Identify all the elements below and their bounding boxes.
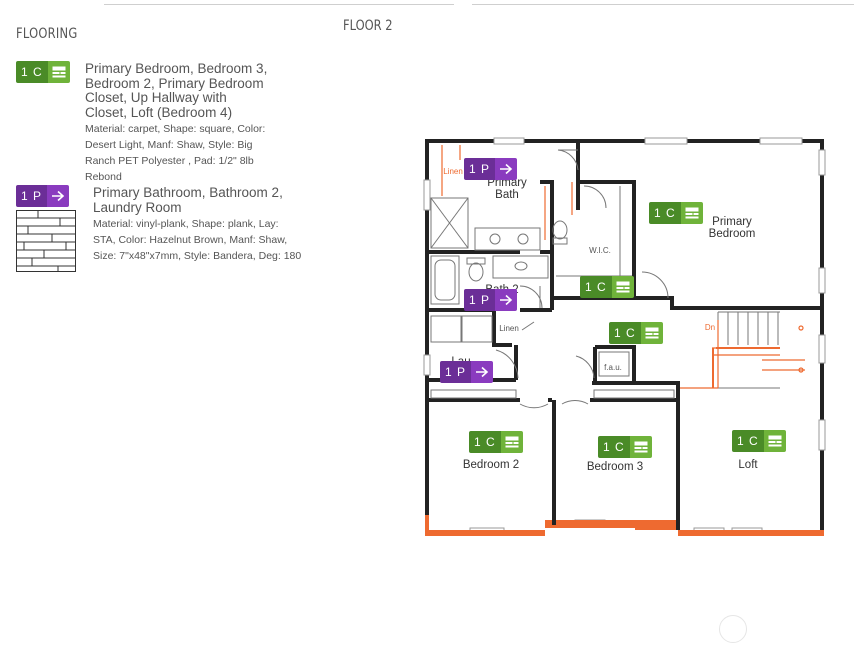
badge-primary-bath[interactable]: 1 P xyxy=(464,158,518,180)
badge-bedroom-3[interactable]: 1 C xyxy=(598,436,652,458)
badge-code: 1 C xyxy=(732,430,764,452)
carpet-roll-icon xyxy=(680,202,703,224)
room-label-loft: Loft xyxy=(738,459,758,471)
circle-control[interactable] xyxy=(719,615,747,643)
legend-carpet-rooms: Primary Bedroom, Bedroom 3, Bedroom 2, P… xyxy=(85,61,268,120)
legend-carpet-badge: 1 C xyxy=(16,61,70,83)
badge-bedroom-2[interactable]: 1 C xyxy=(469,431,523,453)
room-label-bedroom-3: Bedroom 3 xyxy=(586,461,644,473)
legend-carpet-code: 1 C xyxy=(16,61,48,83)
badge-loft[interactable]: 1 C xyxy=(732,430,786,452)
badge-code: 1 C xyxy=(598,436,630,458)
arrow-right-icon xyxy=(471,361,494,383)
room-label-bedroom-2: Bedroom 2 xyxy=(462,459,520,471)
legend-vinyl-code: 1 P xyxy=(16,185,48,207)
top-divider-left xyxy=(104,4,454,5)
carpet-roll-icon xyxy=(611,276,634,298)
badge-code: 1 C xyxy=(649,202,681,224)
arrow-right-icon xyxy=(495,158,518,180)
arrow-right-icon xyxy=(47,185,70,207)
carpet-roll-icon xyxy=(763,430,786,452)
carpet-roll-icon xyxy=(47,61,70,83)
legend-vinyl-details: Material: vinyl-plank, Shape: plank, Lay… xyxy=(93,218,302,262)
room-label-down: Dn xyxy=(704,323,716,332)
badge-code: 1 C xyxy=(609,322,641,344)
top-divider-right xyxy=(472,4,854,5)
legend-vinyl-badge: 1 P xyxy=(16,185,70,207)
badge-code: 1 P xyxy=(464,289,496,311)
flooring-heading: FLOORING xyxy=(16,26,78,42)
badge-bath-2[interactable]: 1 P xyxy=(464,289,518,311)
carpet-roll-icon xyxy=(640,322,663,344)
room-label-fau: f.a.u. xyxy=(604,363,622,372)
carpet-roll-icon xyxy=(629,436,652,458)
badge-laundry[interactable]: 1 P xyxy=(440,361,494,383)
room-label-linen: Linen xyxy=(499,324,519,333)
carpet-roll-icon xyxy=(500,431,523,453)
arrow-right-icon xyxy=(495,289,518,311)
badge-hallway[interactable]: 1 C xyxy=(609,322,663,344)
badge-wic[interactable]: 1 C xyxy=(580,276,634,298)
badge-code: 1 P xyxy=(440,361,472,383)
legend-carpet-details: Material: carpet, Shape: square, Color: … xyxy=(85,123,266,183)
room-label-linen-top: Linen xyxy=(443,167,463,176)
room-label-wic: W.I.C. xyxy=(589,246,611,255)
badge-code: 1 C xyxy=(469,431,501,453)
vinyl-plank-swatch xyxy=(16,210,76,272)
legend-vinyl-rooms: Primary Bathroom, Bathroom 2, Laundry Ro… xyxy=(93,185,283,215)
badge-primary-bedroom[interactable]: 1 C xyxy=(649,202,703,224)
floor-heading: FLOOR 2 xyxy=(343,18,393,34)
badge-code: 1 P xyxy=(464,158,496,180)
room-label-primary-bedroom: Primary Bedroom xyxy=(708,216,756,240)
badge-code: 1 C xyxy=(580,276,612,298)
room-label-primary-bath: Primary Bath xyxy=(487,177,527,201)
